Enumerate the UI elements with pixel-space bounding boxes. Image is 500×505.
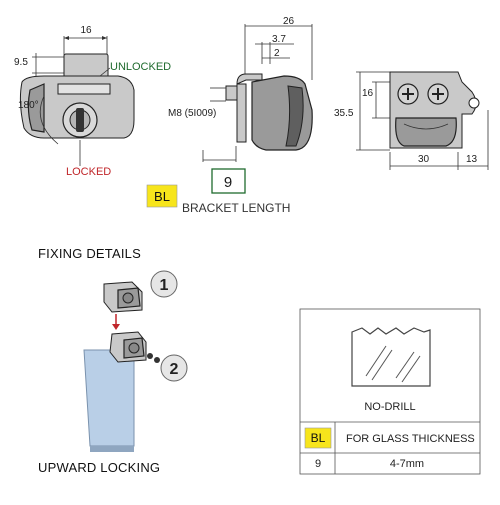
- bl-legend-text: BRACKET LENGTH: [182, 201, 290, 215]
- fixing-details: FIXING DETAILS 1 2 UPWARD LOCKING: [38, 246, 188, 475]
- front-view-lock: 16 9.5 180° UNLOCKED LOCKED: [14, 25, 171, 178]
- dim-height-label: 9.5: [14, 57, 28, 68]
- upward-locking-caption: UPWARD LOCKING: [38, 460, 160, 475]
- table-cell-bl: 9: [315, 458, 321, 470]
- side-view-bracket: 26 3.7 2 M8 (5I009): [168, 16, 313, 162]
- dim-width-label: 30: [418, 154, 430, 165]
- dim-height-total-label: 35.5: [334, 108, 354, 119]
- fixing-title: FIXING DETAILS: [38, 246, 141, 261]
- bl-legend: BL BRACKET LENGTH: [146, 184, 290, 215]
- spec-table: NO-DRILL BL FOR GLASS THICKNESS 9 4-7mm: [299, 308, 481, 475]
- rear-view: 16 35.5 30 13: [334, 71, 489, 170]
- dim-a-label: 3.7: [272, 34, 286, 45]
- rotation-label: 180°: [18, 100, 39, 111]
- dim-b-label: 2: [274, 48, 280, 59]
- step-one-number: 1: [160, 277, 169, 294]
- table-cell-thickness: 4-7mm: [390, 458, 424, 470]
- table-header-badge: BL: [311, 431, 326, 445]
- locked-label: LOCKED: [66, 166, 111, 178]
- step-two-number: 2: [170, 361, 179, 378]
- no-drill-glass-icon: [351, 327, 431, 387]
- thread-label: M8 (5I009): [168, 108, 216, 119]
- bracket-length-box: 9: [211, 168, 246, 194]
- dim-total-label: 26: [283, 16, 295, 27]
- dim-width-label: 16: [80, 25, 92, 36]
- bracket-length-value: 9: [224, 174, 232, 191]
- no-drill-label: NO-DRILL: [364, 401, 415, 413]
- table-header-text: FOR GLASS THICKNESS: [346, 433, 475, 445]
- unlocked-label: UNLOCKED: [110, 61, 171, 73]
- dim-flange-label: 13: [466, 154, 478, 165]
- bl-badge: BL: [154, 189, 170, 204]
- dim-height-inner-label: 16: [362, 88, 374, 99]
